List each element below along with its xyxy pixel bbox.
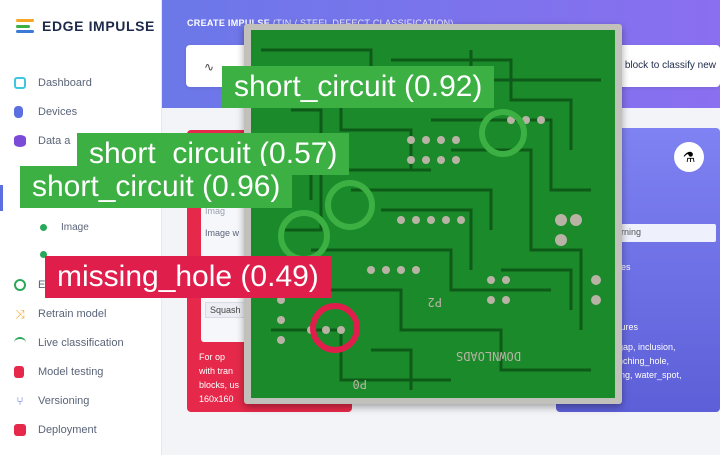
- sidebar-item-eon-tuner[interactable]: E: [14, 279, 45, 291]
- status-dot-icon: [40, 224, 47, 231]
- detection-label: missing_hole (0.49): [45, 256, 331, 298]
- page-title-text: CREATE IMPULSE: [187, 18, 271, 28]
- clipboard-check-icon: [14, 366, 24, 378]
- sidebar-item-versioning[interactable]: ⑂ Versioning: [14, 395, 89, 407]
- note-line: blocks, us: [199, 380, 240, 390]
- image-data-label: Imag: [205, 206, 226, 216]
- detection-label: short_circuit (0.92): [222, 66, 495, 108]
- brand-name: EDGE IMPULSE: [42, 18, 155, 34]
- sidebar-item-retrain-model[interactable]: ⤨ Retrain model: [14, 308, 106, 320]
- active-indicator: [0, 185, 3, 211]
- sidebar-item-label: Model testing: [38, 366, 104, 378]
- flask-icon: ⚗: [674, 142, 704, 172]
- note-line: with tran: [199, 366, 234, 376]
- silkscreen-downloads: DOWNLOADS: [456, 349, 521, 363]
- chip-icon: [14, 106, 23, 118]
- logo[interactable]: EDGE IMPULSE: [16, 18, 155, 34]
- sidebar-subitem-image[interactable]: Image: [40, 222, 89, 233]
- detection-ring-short-circuit-096: [278, 210, 330, 262]
- sidebar-item-live-classification[interactable]: Live classification: [14, 337, 124, 349]
- detection-label: short_circuit (0.57): [77, 133, 350, 175]
- package-icon: [14, 424, 26, 436]
- class-list-line: gap, inclusion,: [618, 342, 676, 352]
- class-list-line: nching_hole,: [618, 356, 670, 366]
- sidebar-item-label: Dashboard: [38, 77, 92, 89]
- detection-ring-missing-hole-049: [310, 303, 360, 353]
- shuffle-icon: ⤨: [15, 307, 25, 321]
- sidebar-item-dashboard[interactable]: Dashboard: [14, 77, 92, 89]
- waveform-icon: ∿: [204, 60, 215, 74]
- impulse-description: g block to classify new: [616, 60, 717, 71]
- detection-ring-short-circuit-092: [479, 109, 527, 157]
- sidebar-item-data-acquisition[interactable]: Data a: [14, 135, 70, 147]
- class-list-line: ing, water_spot,: [618, 370, 682, 380]
- signal-icon: [14, 337, 26, 349]
- silkscreen-p0: P0: [353, 377, 367, 391]
- input-block-note: For op with tran blocks, us 160x160: [199, 350, 349, 406]
- learning-block-name-input[interactable]: arning: [612, 224, 716, 242]
- detection-label: short_circuit (0.96): [20, 166, 293, 208]
- branch-icon: ⑂: [16, 394, 24, 408]
- sidebar-item-model-testing[interactable]: Model testing: [14, 366, 103, 378]
- monitor-icon: [14, 77, 26, 89]
- database-icon: [14, 135, 26, 147]
- sidebar-subitem-label: Image: [61, 222, 89, 233]
- compass-icon: [14, 279, 26, 291]
- sidebar-item-label: Retrain model: [38, 308, 107, 320]
- sidebar-item-label: Data a: [38, 135, 71, 147]
- output-features-label: tures: [618, 322, 639, 332]
- sidebar: EDGE IMPULSE Dashboard Devices Data a Im…: [0, 0, 162, 455]
- sidebar-item-label: Deployment: [38, 424, 97, 436]
- sidebar-item-devices[interactable]: Devices: [14, 106, 77, 118]
- silkscreen-p2: P2: [428, 295, 442, 309]
- sidebar-item-label: Live classification: [38, 337, 124, 349]
- sidebar-item-label: Versioning: [38, 395, 90, 407]
- note-line: 160x160: [199, 394, 234, 404]
- status-dot-icon: [40, 251, 47, 258]
- sidebar-subitem-hidden[interactable]: [40, 251, 61, 258]
- edge-impulse-logo-icon: [16, 19, 34, 33]
- sidebar-item-label: Devices: [38, 106, 78, 118]
- page-title: CREATE IMPULSE (TIN / STEEL DEFECT CLASS…: [187, 18, 454, 28]
- sidebar-item-deployment[interactable]: Deployment: [14, 424, 97, 436]
- input-features-label: res: [618, 262, 631, 272]
- image-width-label: Image w: [205, 228, 240, 238]
- note-line: For op: [199, 352, 226, 362]
- detection-ring-short-circuit-057: [325, 180, 375, 230]
- page-subtitle: (TIN / STEEL DEFECT CLASSIFICATION): [272, 18, 454, 28]
- sidebar-item-label: E: [38, 279, 46, 291]
